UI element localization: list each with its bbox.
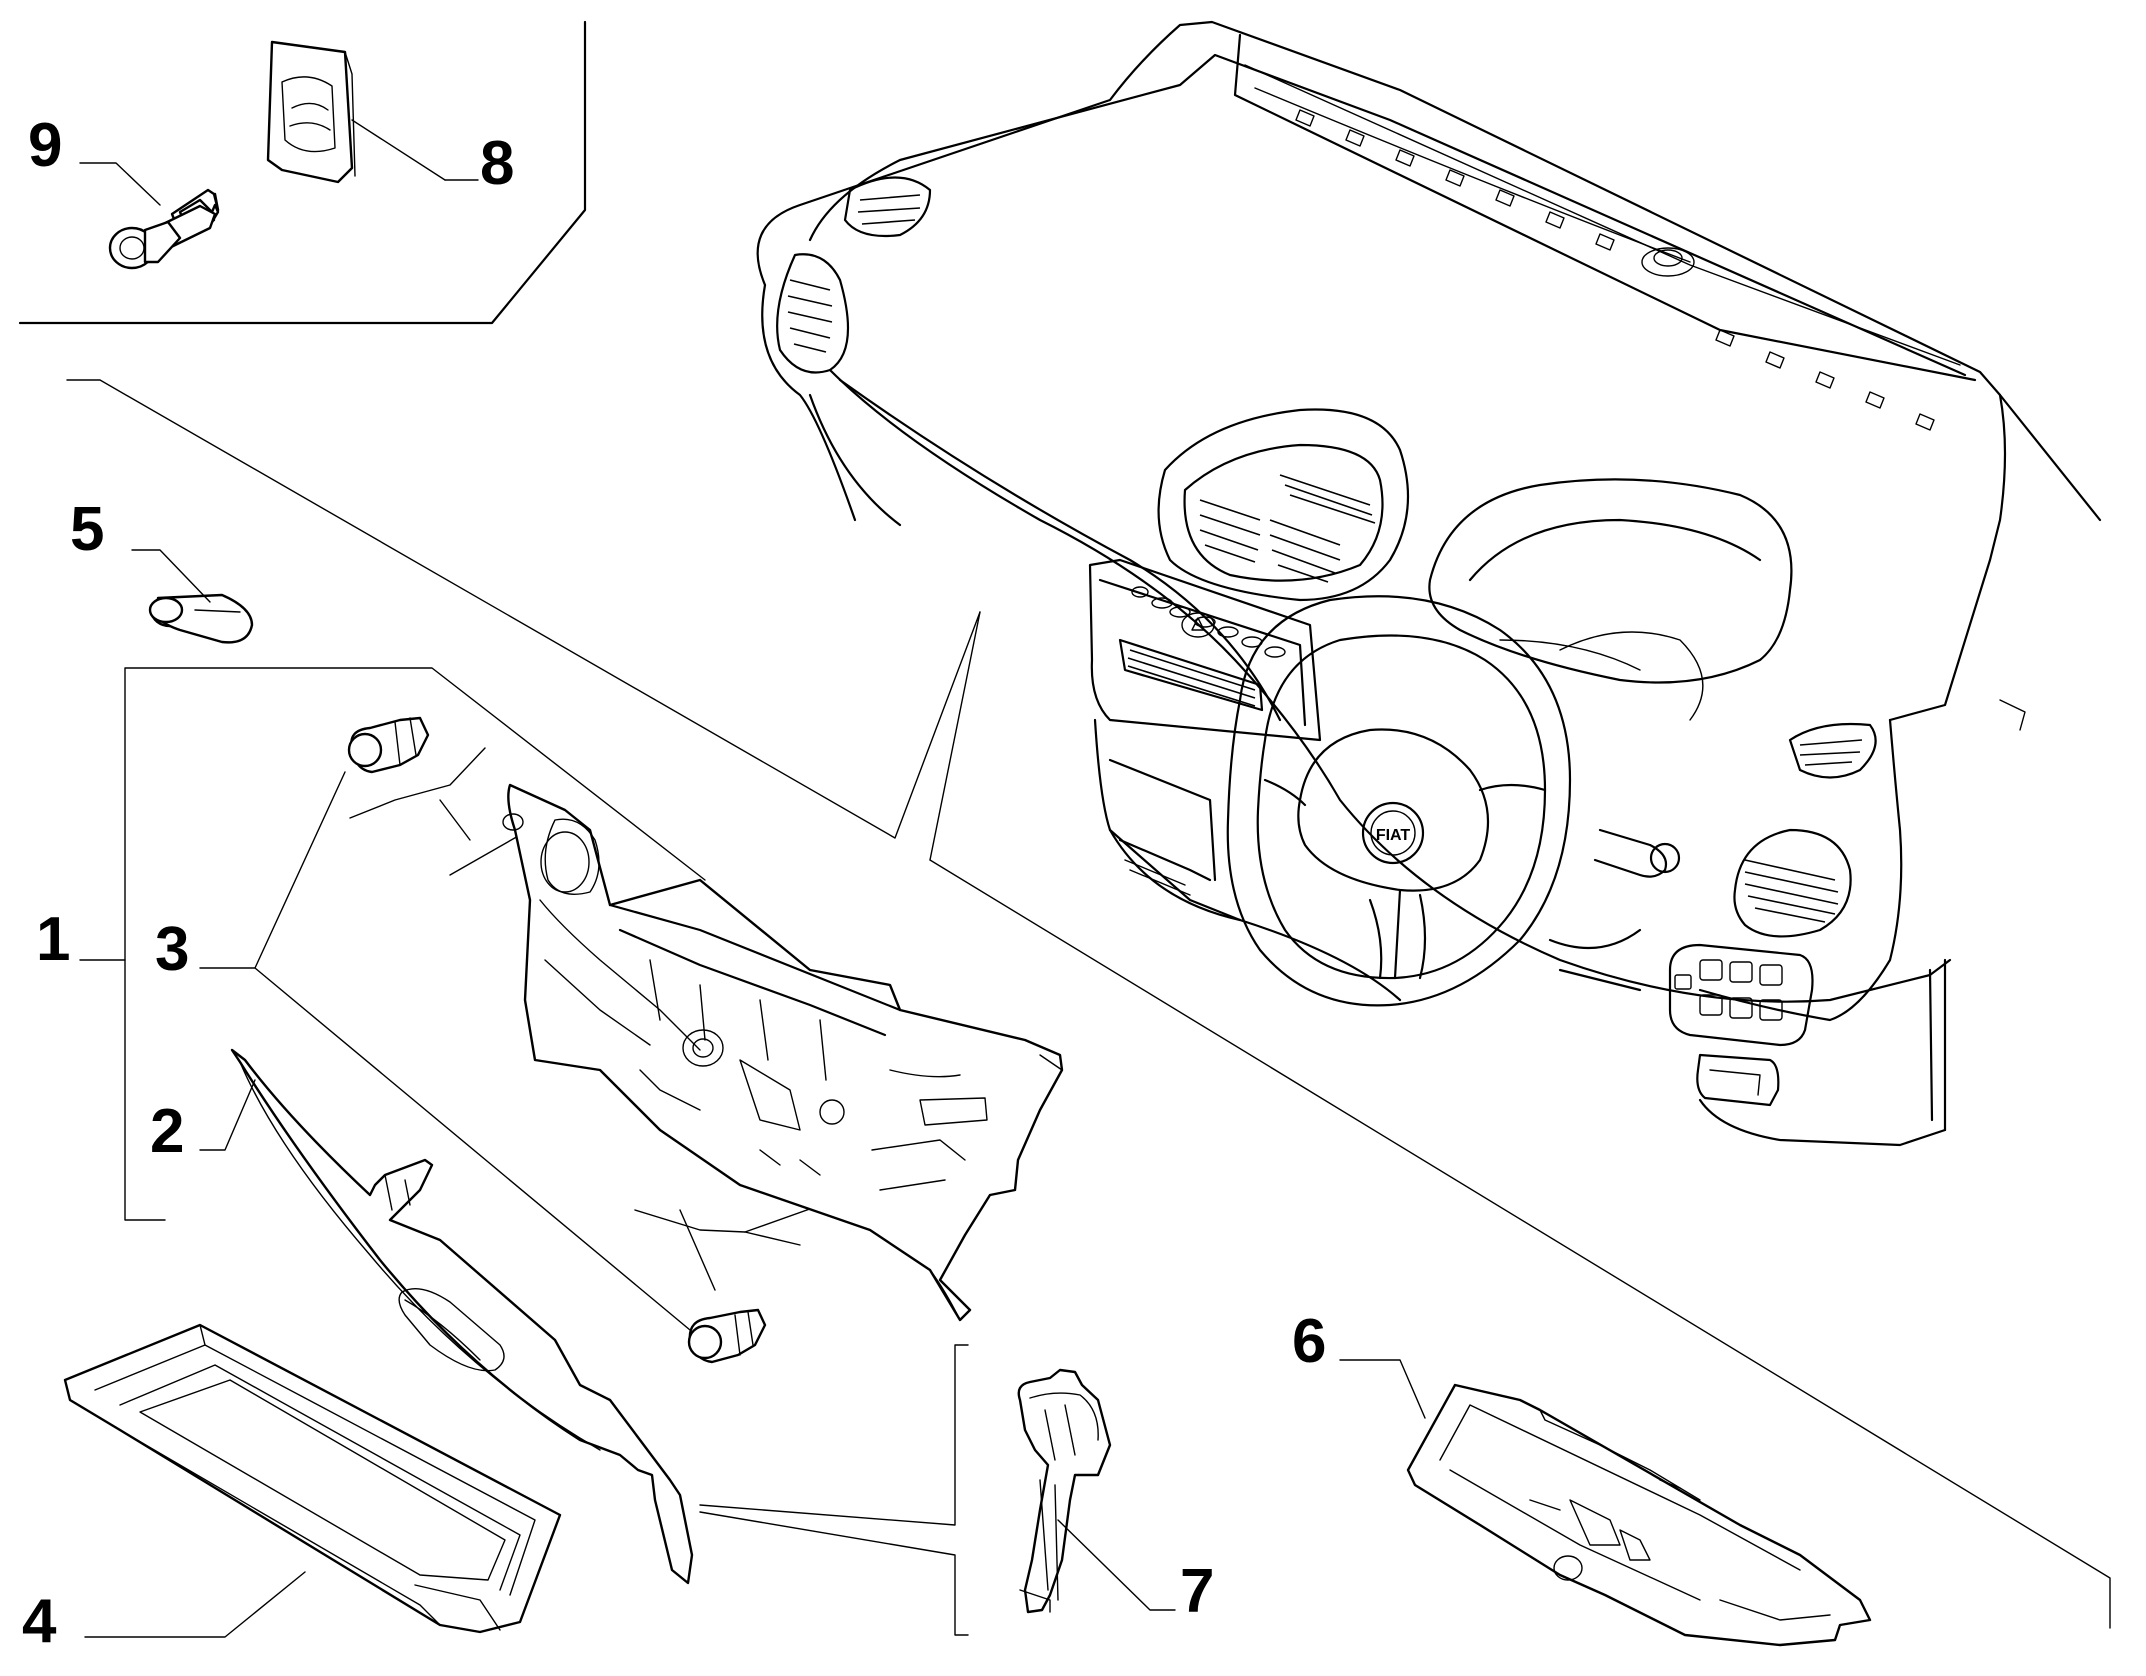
defroster-vent-marks xyxy=(1295,109,1935,431)
fiat-logo-text: FIAT xyxy=(1376,827,1411,844)
bracket-7b xyxy=(699,1511,969,1636)
leader-8 xyxy=(351,119,446,181)
callout-3: 3 xyxy=(155,915,189,984)
callout-6: 6 xyxy=(1292,1307,1326,1376)
center-vents xyxy=(1199,474,1376,583)
left-side-vent xyxy=(787,279,833,353)
assembly-line-lower-b xyxy=(679,1209,716,1291)
leader-7 xyxy=(1057,1519,1176,1611)
radio-buttons xyxy=(1131,586,1286,658)
guide-line-upper xyxy=(66,379,981,839)
inset-frame xyxy=(18,20,587,325)
leader-3b xyxy=(254,967,691,1331)
assembly-line-upper-b xyxy=(439,799,471,841)
leader-6 xyxy=(1339,1359,1426,1419)
callout-8: 8 xyxy=(480,129,514,198)
callout-2: 2 xyxy=(150,1097,184,1166)
guide-line-dash xyxy=(929,611,981,861)
part-8-clip-nut xyxy=(266,40,356,184)
bracket-1 xyxy=(124,667,706,1221)
callout-7: 7 xyxy=(1180,1557,1214,1626)
sun-sensor xyxy=(1641,247,1695,277)
callout-9: 9 xyxy=(28,111,62,180)
callout-4: 4 xyxy=(22,1587,57,1656)
part-4-tray xyxy=(63,1323,562,1634)
part-5-plug xyxy=(148,593,254,644)
right-top-vent xyxy=(1799,739,1863,766)
part-3-bumper-lower xyxy=(687,1308,767,1364)
leader-2 xyxy=(199,1079,256,1151)
callout-5: 5 xyxy=(70,495,104,564)
part-9-bolt xyxy=(108,188,220,270)
glovebox-housing xyxy=(502,783,1064,1322)
fiat-logo-ring xyxy=(1361,801,1425,865)
leader-3 xyxy=(199,771,346,969)
left-top-vent xyxy=(857,194,921,225)
assembly-line-upper-c xyxy=(449,834,521,876)
bracket-7 xyxy=(699,1344,969,1526)
part-7-hinge xyxy=(1017,1368,1112,1614)
guide-line-lower xyxy=(929,859,2111,1629)
part-2-glovebox-lid xyxy=(230,1048,694,1585)
assembly-line-upper xyxy=(349,747,486,819)
leader-4 xyxy=(84,1571,306,1638)
cd-slot-grille xyxy=(1127,649,1256,707)
assembly-line-lower xyxy=(634,1209,801,1246)
right-side-vent xyxy=(1744,859,1839,923)
leader-5 xyxy=(131,549,211,603)
dashboard-assembly: FIAT xyxy=(756,20,2102,1147)
steering-wheel: FIAT xyxy=(1226,595,1572,1007)
part-3-bumper-upper xyxy=(347,716,430,774)
leader-9 xyxy=(79,162,161,206)
callout-1: 1 xyxy=(36,905,70,974)
part-6-glovebox-housing xyxy=(1406,1383,1872,1647)
